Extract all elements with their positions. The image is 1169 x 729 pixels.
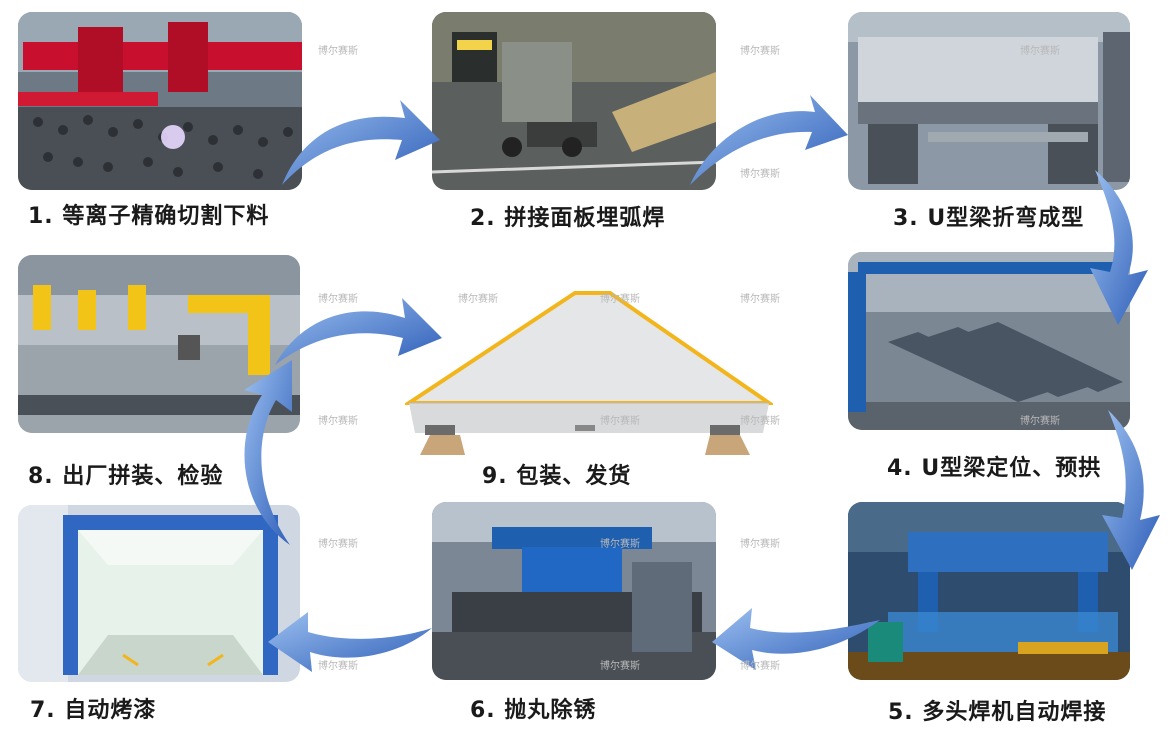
photo-arc-welding: [432, 12, 716, 190]
watermark: 博尔赛斯: [600, 657, 640, 672]
watermark: 博尔赛斯: [1020, 42, 1060, 57]
step-label-3: 3. U型梁折弯成型: [893, 200, 1084, 232]
step-label-6: 6. 抛丸除锈: [470, 692, 596, 724]
watermark: 博尔赛斯: [740, 412, 780, 427]
photo-shot-blasting: [432, 502, 716, 680]
photo-factory-assembly: [18, 255, 300, 433]
step-label-8: 8. 出厂拼装、检验: [28, 458, 223, 490]
step-label-4: 4. U型梁定位、预拱: [887, 450, 1101, 482]
watermark: 博尔赛斯: [600, 290, 640, 305]
photo-plasma-cutting: [18, 12, 302, 190]
watermark: 博尔赛斯: [740, 42, 780, 57]
step-label-1: 1. 等离子精确切割下料: [28, 198, 269, 230]
watermark: 博尔赛斯: [318, 535, 358, 550]
step-label-5: 5. 多头焊机自动焊接: [888, 694, 1106, 726]
step-label-9: 9. 包装、发货: [482, 458, 631, 490]
photo-u-beam-bending: [848, 12, 1130, 190]
photo-multi-head-welding: [848, 502, 1130, 680]
watermark: 博尔赛斯: [600, 412, 640, 427]
arrow-1-to-2: [282, 100, 440, 185]
watermark: 博尔赛斯: [318, 42, 358, 57]
photo-u-beam-positioning: [848, 252, 1130, 430]
weighbridge-scale-image: [405, 285, 773, 457]
watermark: 博尔赛斯: [740, 290, 780, 305]
step-label-7: 7. 自动烤漆: [30, 692, 156, 724]
watermark: 博尔赛斯: [600, 535, 640, 550]
watermark: 博尔赛斯: [1020, 412, 1060, 427]
watermark: 博尔赛斯: [318, 657, 358, 672]
watermark: 博尔赛斯: [458, 290, 498, 305]
watermark: 博尔赛斯: [318, 290, 358, 305]
watermark: 博尔赛斯: [740, 535, 780, 550]
watermark: 博尔赛斯: [740, 657, 780, 672]
watermark: 博尔赛斯: [740, 165, 780, 180]
photo-paint-booth: [18, 505, 300, 682]
watermark: 博尔赛斯: [318, 412, 358, 427]
step-label-2: 2. 拼接面板埋弧焊: [470, 200, 665, 232]
